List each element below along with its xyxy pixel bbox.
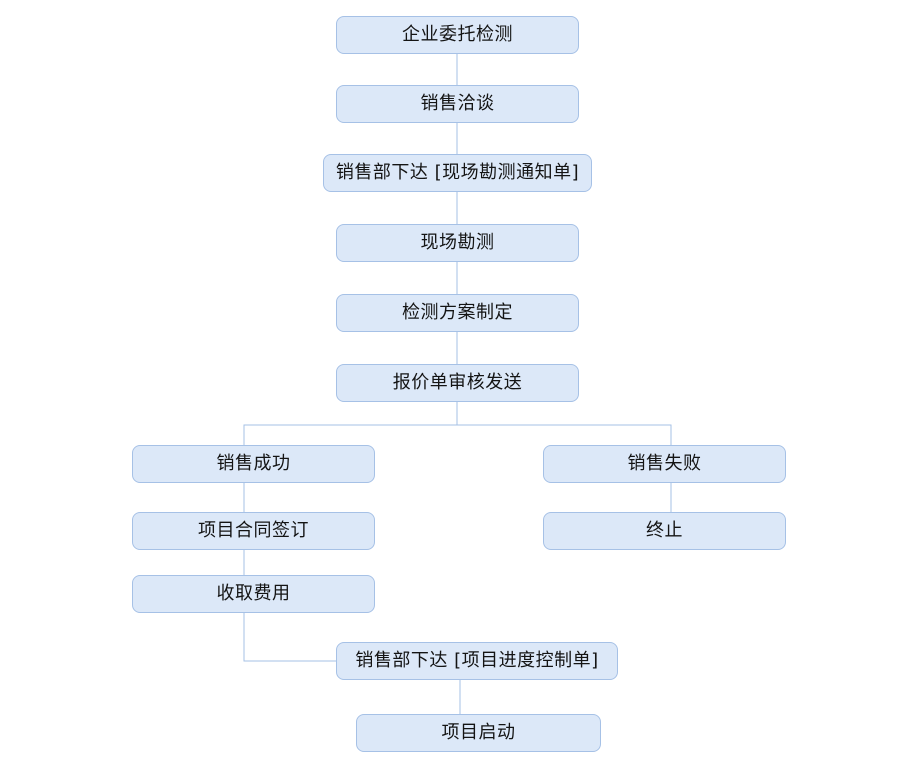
flow-node-n9: 项目合同签订 [132, 512, 375, 550]
flow-node-n12: 销售部下达 [项目进度控制单] [336, 642, 618, 680]
connector-n6-n7 [243, 402, 458, 445]
flow-node-n5: 检测方案制定 [336, 294, 579, 332]
flow-node-n3: 销售部下达 [现场勘测通知单] [323, 154, 592, 192]
flow-node-n13: 项目启动 [356, 714, 601, 752]
flow-node-n6: 报价单审核发送 [336, 364, 579, 402]
connector-n11-n12 [243, 613, 336, 662]
flow-node-label: 销售失败 [627, 453, 702, 474]
flow-node-n1: 企业委托检测 [336, 16, 579, 54]
flow-node-label: 报价单审核发送 [392, 372, 523, 393]
flow-node-n7: 销售成功 [132, 445, 375, 483]
flow-node-label: 销售部下达 [现场勘测通知单] [335, 162, 580, 183]
flow-node-n2: 销售洽谈 [336, 85, 579, 123]
flow-node-label: 收取费用 [216, 583, 291, 604]
flow-node-label: 检测方案制定 [402, 302, 513, 323]
flow-node-n8: 销售失败 [543, 445, 786, 483]
flow-node-label: 企业委托检测 [402, 24, 513, 45]
flow-node-label: 终止 [646, 520, 683, 541]
flow-node-label: 项目启动 [441, 722, 516, 743]
flow-node-label: 销售部下达 [项目进度控制单] [355, 650, 599, 671]
connector-n6-n8 [456, 402, 672, 445]
flow-node-n11: 收取费用 [132, 575, 375, 613]
flow-node-n4: 现场勘测 [336, 224, 579, 262]
flow-node-label: 销售成功 [216, 453, 291, 474]
flow-node-label: 销售洽谈 [420, 93, 495, 114]
flow-node-n10: 终止 [543, 512, 786, 550]
flow-node-label: 项目合同签订 [198, 520, 309, 541]
flow-node-label: 现场勘测 [420, 232, 495, 253]
